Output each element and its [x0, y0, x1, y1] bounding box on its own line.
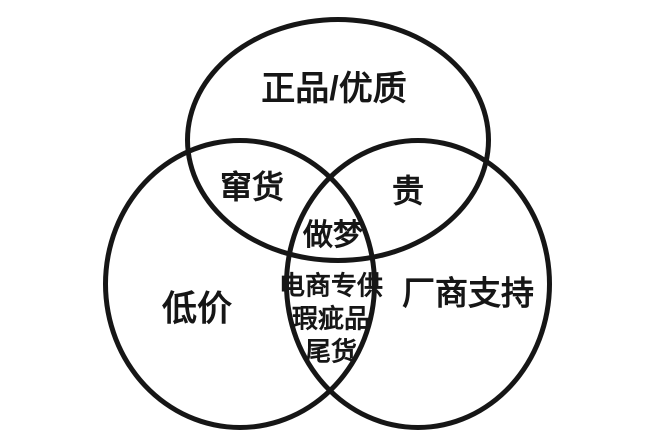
bottom-overlap-line1: 电商专供 [278, 270, 384, 301]
bottom-overlap-label: 电商专供 瑕疵品 尾货 [279, 270, 383, 369]
center-overlap-label: 做梦 [303, 219, 363, 252]
right-circle [284, 138, 552, 430]
right-circle-label: 厂商支持 [402, 274, 534, 312]
top-left-overlap-label: 窜货 [219, 169, 285, 205]
left-circle-label: 低价 [161, 289, 233, 329]
top-circle-label: 正品/优质 [261, 70, 407, 108]
bottom-overlap-line2: 瑕疵品 [291, 303, 371, 334]
top-right-overlap-label: 贵 [391, 173, 425, 209]
bottom-overlap-line3: 尾货 [304, 336, 358, 367]
